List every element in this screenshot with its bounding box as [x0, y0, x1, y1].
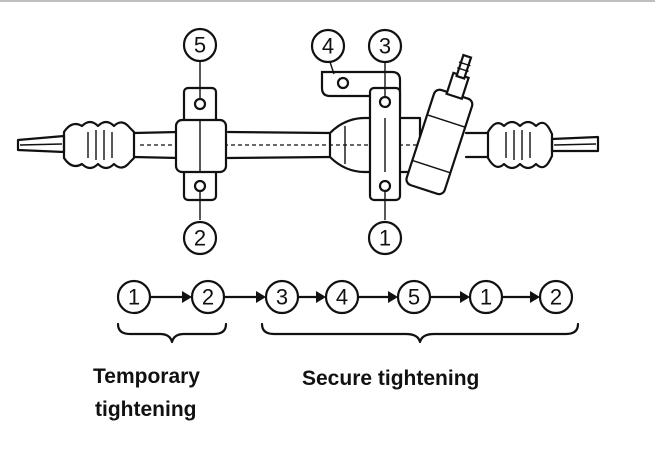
sequence-step-label: 2 — [202, 285, 214, 310]
sequence-step-label: 4 — [336, 285, 348, 310]
caption-temporary-line1: Temporary — [93, 365, 200, 388]
sequence-arrow-head — [388, 291, 398, 303]
left-boot — [62, 120, 136, 170]
right-top-bolt-hole — [378, 95, 392, 109]
sequence-step-label: 3 — [276, 285, 288, 310]
right-bottom-bolt-hole — [378, 179, 392, 193]
leader-4 — [329, 61, 335, 75]
bolt-label-2: 2 — [182, 220, 218, 256]
pinion-housing — [405, 53, 474, 196]
svg-text:5: 5 — [194, 33, 206, 58]
tightening-sequence: 1 2 3 4 5 1 2 — [116, 279, 574, 315]
left-bottom-bolt-hole — [193, 179, 207, 193]
sequence-step-label: 5 — [408, 285, 420, 310]
bracket-bolt-hole — [336, 76, 350, 90]
sequence-arrow-head — [316, 291, 326, 303]
left-top-bolt-hole — [193, 97, 207, 111]
bolt-label-1: 1 — [367, 220, 403, 256]
sequence-arrow-head — [182, 291, 192, 303]
bolt-label-5: 5 — [182, 27, 218, 63]
bolt-label-3: 3 — [367, 28, 403, 64]
sequence-step-label: 2 — [550, 285, 562, 310]
sequence-arrow-head — [256, 291, 266, 303]
temporary-brace — [116, 322, 228, 344]
svg-text:2: 2 — [194, 226, 206, 251]
sequence-step-circle — [538, 279, 574, 315]
sequence-arrow-head — [530, 291, 540, 303]
sequence-step-label: 1 — [128, 285, 140, 310]
sequence-step-label: 1 — [480, 285, 492, 310]
svg-text:1: 1 — [379, 226, 391, 251]
svg-text:3: 3 — [379, 34, 391, 59]
caption-temporary-line2: tightening — [95, 398, 196, 421]
svg-text:4: 4 — [322, 34, 334, 59]
sequence-arrow-head — [460, 291, 470, 303]
steering-rack-assembly — [16, 53, 600, 202]
caption-secure: Secure tightening — [302, 367, 479, 390]
right-tie-rod — [550, 135, 600, 153]
bolt-label-4: 4 — [310, 28, 346, 64]
right-boot — [486, 120, 554, 170]
secure-brace — [260, 322, 580, 344]
left-clamp-bushing — [174, 118, 228, 174]
